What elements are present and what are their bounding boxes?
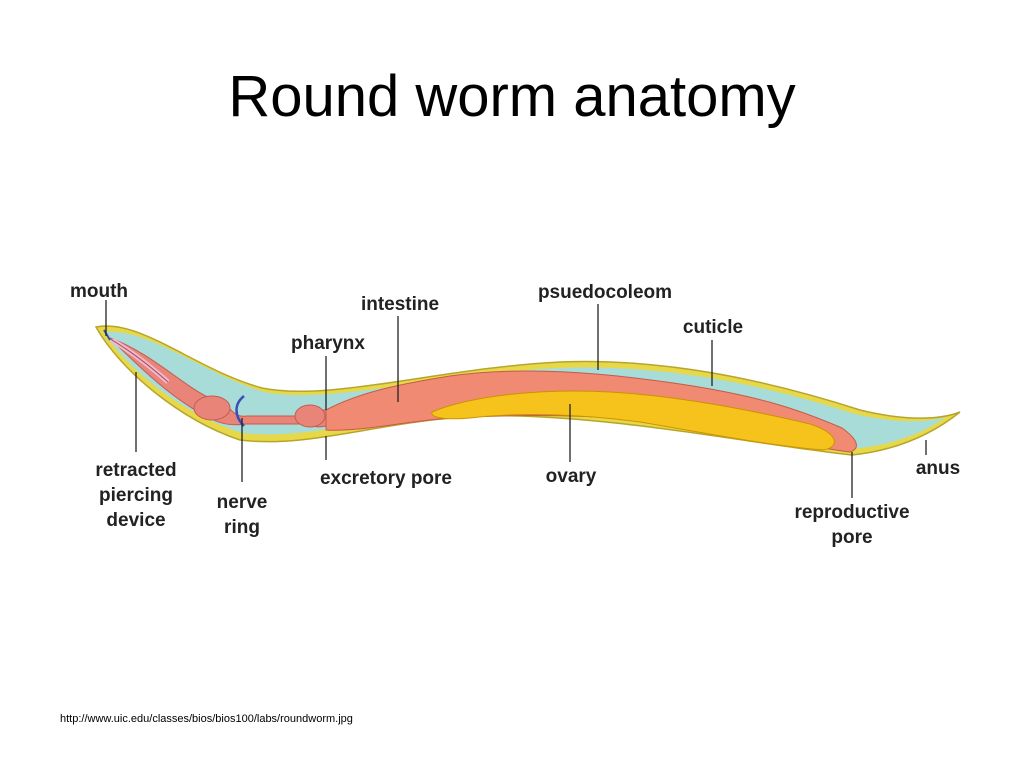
label-retracted-line3: device [106, 510, 165, 531]
pharynx-bulb-anterior [193, 395, 231, 421]
label-psuedocoleom: psuedocoleom [538, 282, 672, 303]
label-excretory-pore: excretory pore [320, 468, 452, 489]
label-anus: anus [916, 458, 960, 479]
label-reproductive-line1: reproductive [794, 502, 909, 523]
label-mouth: mouth [70, 281, 128, 302]
label-nerve-line2: ring [224, 517, 260, 538]
image-source-url: http://www.uic.edu/classes/bios/bios100/… [60, 713, 353, 725]
mouth-opening [103, 329, 111, 341]
label-retracted-line1: retracted [95, 460, 176, 481]
label-cuticle: cuticle [683, 317, 743, 338]
label-nerve-line1: nerve [217, 492, 268, 513]
label-pharynx: pharynx [291, 333, 365, 354]
slide-title: Round worm anatomy [228, 64, 796, 129]
label-retracted-line2: piercing [99, 485, 173, 506]
pharynx-bulb-posterior [294, 404, 326, 428]
ovary [431, 390, 835, 451]
label-intestine: intestine [361, 294, 439, 315]
piercing-device-edge [111, 339, 169, 383]
label-ovary: ovary [546, 466, 597, 487]
label-reproductive-line2: pore [831, 527, 872, 548]
